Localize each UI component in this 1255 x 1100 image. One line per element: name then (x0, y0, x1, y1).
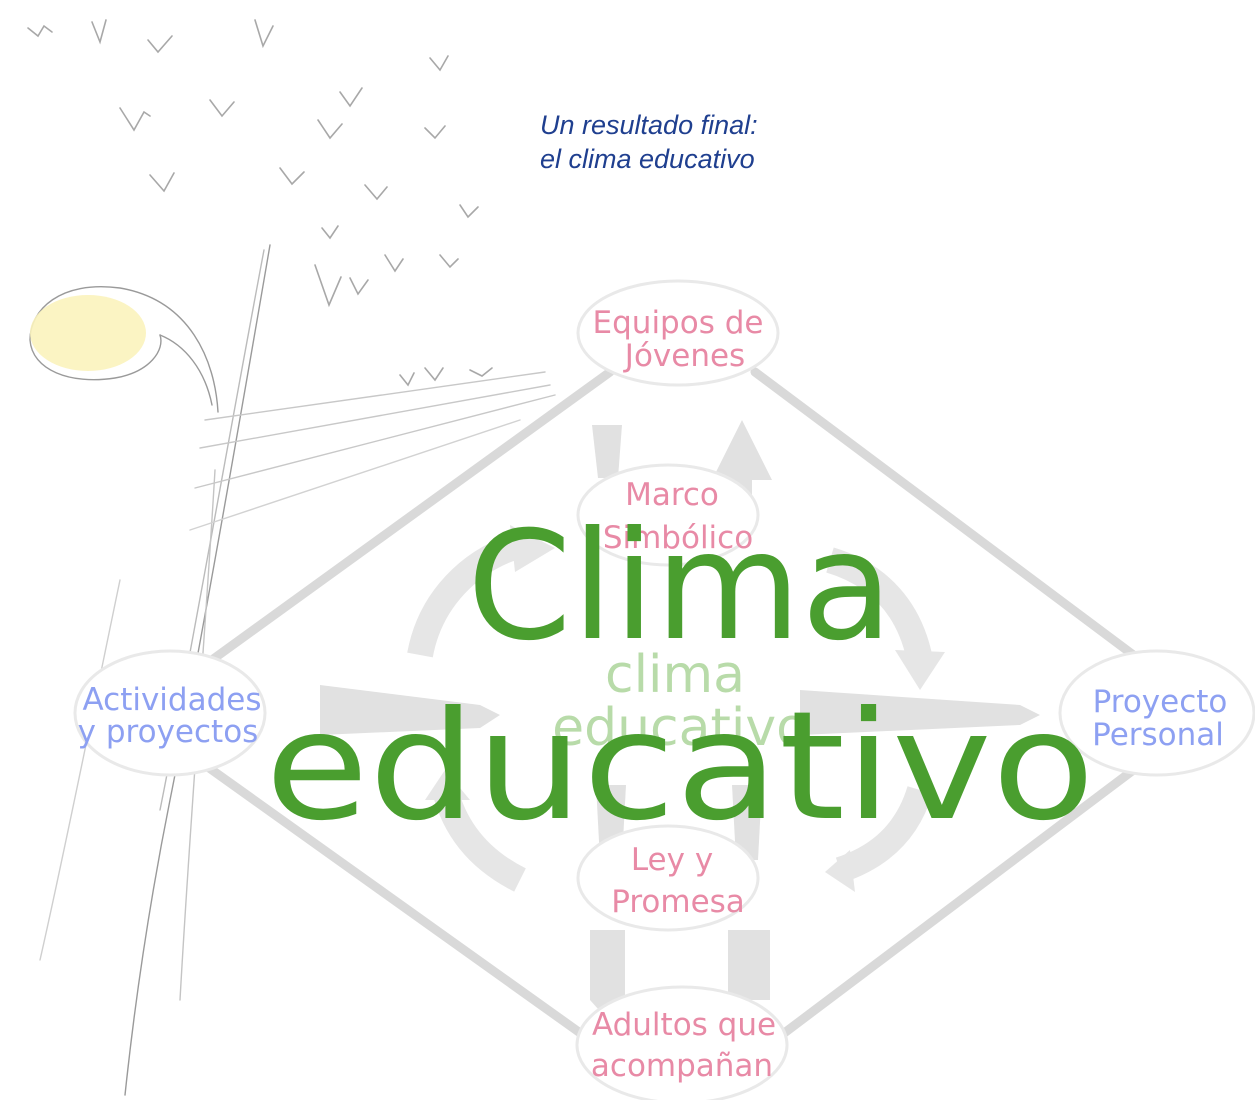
cycle-arrow-heads (425, 525, 945, 892)
headline-line2: educativo (265, 680, 1095, 854)
node-right-line1: Proyecto (1093, 684, 1228, 720)
subtitle: Un resultado final: el clima educativo (540, 108, 758, 176)
arrow-to-right (800, 690, 1040, 735)
line-right-bottom (770, 760, 1145, 1045)
node-top-line2: Jóvenes (623, 338, 745, 374)
arrow-mid-up (732, 785, 762, 860)
node-inner-bottom-line1: Ley y (631, 842, 713, 878)
node-equipos-jovenes (576, 279, 780, 387)
arrow-bottom-up (728, 930, 770, 1000)
node-inner-top-line1: Marco (625, 477, 719, 513)
arrow-top-down (592, 425, 622, 478)
line-top-left (200, 367, 615, 670)
diamond-lines (200, 367, 1145, 1045)
lamp-arm (159, 334, 213, 406)
wire-1 (204, 371, 546, 421)
wire-3 (194, 394, 556, 489)
center-faint-line1: clima (605, 645, 745, 705)
node-left-line2: y proyectos (78, 714, 259, 750)
lamp-light (30, 295, 146, 371)
node-adultos (575, 985, 789, 1100)
node-bottom-line1: Adultos que (592, 1007, 776, 1043)
node-inner-top-line2: Simbólico (603, 520, 753, 556)
node-ellipses (73, 279, 1255, 1100)
node-bottom-line2: acompañan (591, 1048, 773, 1084)
arrow-from-left (320, 685, 500, 735)
node-top-line1: Equipos de (593, 305, 764, 341)
node-inner-bottom-line2: Promesa (611, 884, 745, 920)
node-actividades-proyectos (73, 649, 267, 777)
cycle-arrow-top-right (825, 547, 933, 663)
wire-4 (189, 419, 521, 531)
headline-line1: Clima (467, 500, 893, 674)
wire-2 (199, 384, 551, 449)
flow-arrows (320, 420, 1040, 1020)
arrow-bottom-down (590, 930, 625, 1020)
lamp-side-line (39, 579, 121, 961)
node-marco-simbolico (576, 463, 760, 567)
cycle-arrow-bottom-left (432, 786, 527, 892)
line-top-right (750, 367, 1145, 665)
birds-sketch (27, 19, 493, 387)
subtitle-line2: el clima educativo (540, 144, 755, 174)
center-faint-line2: educativo (552, 698, 808, 758)
node-ley-promesa (576, 824, 760, 932)
node-proyecto-personal (1058, 649, 1255, 777)
line-left-bottom (200, 760, 595, 1045)
cycle-arrow-top-left (407, 532, 525, 658)
node-left-line1: Actividades (82, 682, 261, 718)
node-right-line2: Personal (1092, 717, 1224, 753)
subtitle-line1: Un resultado final: (540, 110, 758, 140)
